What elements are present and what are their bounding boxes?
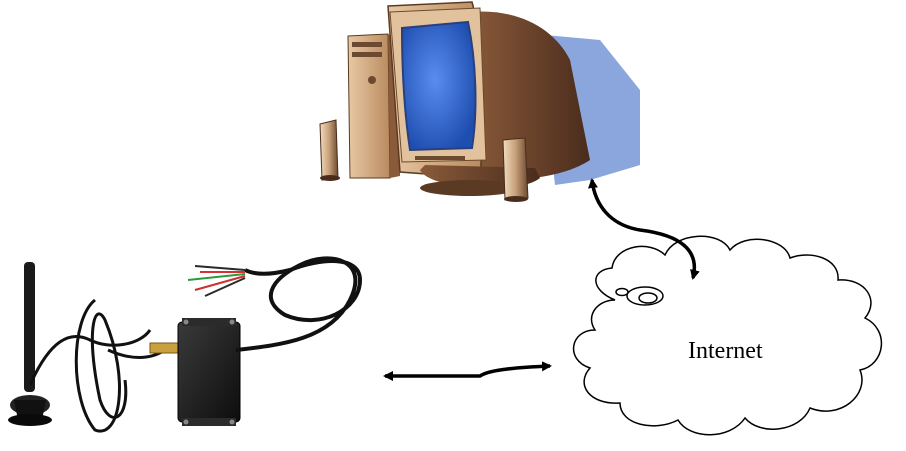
cloud-label: Internet: [688, 338, 763, 365]
gsm-tracker-device-icon: [8, 258, 360, 431]
desktop-computer-icon: [320, 2, 640, 202]
cloud-icon: [574, 236, 882, 434]
device-cloud-arrow: [385, 366, 550, 376]
